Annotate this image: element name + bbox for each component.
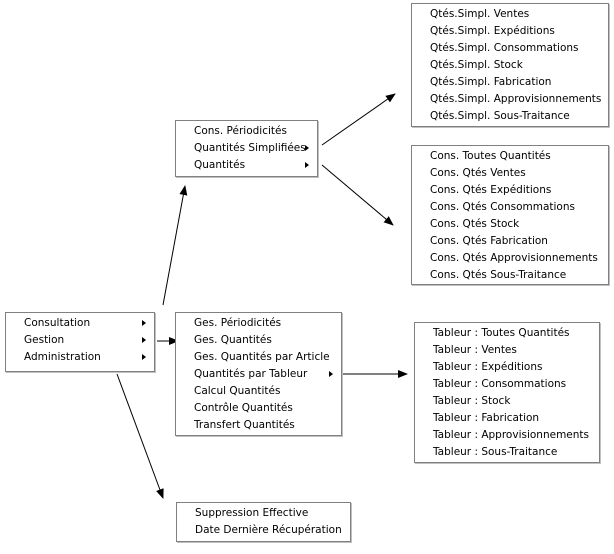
menu-item-label: Tableur : Sous-Traitance: [433, 446, 558, 458]
menu-item-ges-quantites[interactable]: Ges. Quantités: [176, 332, 341, 349]
tableur-submenu: Tableur : Toutes Quantités Tableur : Ven…: [414, 322, 600, 463]
menu-item-transfert-quantites[interactable]: Transfert Quantités: [176, 417, 341, 434]
menu-item-label: Qtés.Simpl. Fabrication: [430, 76, 552, 88]
menu-item-simpl-sous-traitance[interactable]: Qtés.Simpl. Sous-Traitance: [412, 108, 608, 125]
menu-item-label: Cons. Toutes Quantités: [430, 150, 551, 162]
menu-item-label: Calcul Quantités: [194, 385, 281, 397]
menu-item-label: Contrôle Quantités: [194, 402, 293, 414]
quantities-submenu: Cons. Toutes Quantités Cons. Qtés Ventes…: [411, 145, 609, 285]
menu-item-label: Qtés.Simpl. Ventes: [430, 8, 530, 20]
menu-item-label: Suppression Effective: [195, 507, 309, 519]
menu-item-label: Date Dernière Récupération: [195, 524, 342, 536]
menu-item-cons-qtes-stock[interactable]: Cons. Qtés Stock: [412, 216, 608, 233]
menu-item-label: Quantités: [194, 159, 246, 171]
menu-item-consultation[interactable]: Consultation: [6, 315, 154, 332]
menu-item-label: Quantités Simplifiées: [194, 142, 306, 154]
menu-item-tableur-fabrication[interactable]: Tableur : Fabrication: [415, 410, 599, 427]
menu-item-tableur-stock[interactable]: Tableur : Stock: [415, 393, 599, 410]
menu-item-tableur-ventes[interactable]: Tableur : Ventes: [415, 342, 599, 359]
menu-item-label: Cons. Qtés Consommations: [430, 201, 575, 213]
menu-item-label: Cons. Qtés Approvisionnements: [430, 252, 598, 264]
menu-item-tableur-toutes-quantites[interactable]: Tableur : Toutes Quantités: [415, 325, 599, 342]
menu-item-quantites[interactable]: Quantités: [176, 157, 317, 174]
menu-item-simpl-ventes[interactable]: Qtés.Simpl. Ventes: [412, 6, 608, 23]
submenu-arrow-icon: [142, 320, 146, 326]
submenu-arrow-icon: [142, 354, 146, 360]
menu-item-label: Qtés.Simpl. Stock: [430, 59, 523, 71]
menu-item-label: Transfert Quantités: [194, 419, 295, 431]
menu-item-label: Administration: [24, 351, 101, 363]
menu-item-simpl-fabrication[interactable]: Qtés.Simpl. Fabrication: [412, 74, 608, 91]
arrow-consultation-to-submenu: [162, 185, 188, 306]
menu-item-quantites-simplifiees[interactable]: Quantités Simplifiées: [176, 140, 317, 157]
main-menu: Consultation Gestion Administration: [5, 312, 155, 372]
simplified-quantities-submenu: Qtés.Simpl. Ventes Qtés.Simpl. Expéditio…: [411, 3, 609, 127]
menu-item-suppression-effective[interactable]: Suppression Effective: [177, 505, 350, 522]
menu-item-administration[interactable]: Administration: [6, 349, 154, 366]
submenu-arrow-icon: [142, 337, 146, 343]
menu-item-cons-periodicites[interactable]: Cons. Périodicités: [176, 123, 317, 140]
menu-item-label: Tableur : Toutes Quantités: [433, 327, 570, 339]
arrow-quantities-to-submenu: [321, 164, 394, 226]
menu-item-label: Tableur : Approvisionnements: [433, 429, 590, 441]
menu-item-cons-qtes-fabrication[interactable]: Cons. Qtés Fabrication: [412, 233, 608, 250]
menu-item-label: Cons. Qtés Expéditions: [430, 184, 552, 196]
menu-item-controle-quantites[interactable]: Contrôle Quantités: [176, 400, 341, 417]
menu-item-simpl-stock[interactable]: Qtés.Simpl. Stock: [412, 57, 608, 74]
menu-item-cons-toutes-quantites[interactable]: Cons. Toutes Quantités: [412, 148, 608, 165]
menu-item-label: Tableur : Fabrication: [433, 412, 540, 424]
menu-item-tableur-sous-traitance[interactable]: Tableur : Sous-Traitance: [415, 444, 599, 461]
arrow-simplified-to-submenu: [321, 93, 396, 146]
menu-item-cons-qtes-expeditions[interactable]: Cons. Qtés Expéditions: [412, 182, 608, 199]
menu-item-tableur-expeditions[interactable]: Tableur : Expéditions: [415, 359, 599, 376]
menu-item-label: Cons. Périodicités: [194, 125, 287, 137]
menu-item-label: Cons. Qtés Sous-Traitance: [430, 269, 567, 281]
menu-item-cons-qtes-consommations[interactable]: Cons. Qtés Consommations: [412, 199, 608, 216]
menu-item-label: Qtés.Simpl. Expéditions: [430, 25, 555, 37]
menu-item-label: Cons. Qtés Fabrication: [430, 235, 548, 247]
submenu-arrow-icon: [329, 371, 333, 377]
menu-item-label: Tableur : Expéditions: [433, 361, 543, 373]
menu-item-label: Ges. Périodicités: [194, 317, 282, 329]
consultation-submenu: Cons. Périodicités Quantités Simplifiées…: [175, 120, 318, 177]
menu-item-gestion[interactable]: Gestion: [6, 332, 154, 349]
menu-item-cons-qtes-sous-traitance[interactable]: Cons. Qtés Sous-Traitance: [412, 267, 608, 284]
menu-item-ges-periodicites[interactable]: Ges. Périodicités: [176, 315, 341, 332]
menu-item-ges-quantites-par-article[interactable]: Ges. Quantités par Article: [176, 349, 341, 366]
menu-item-simpl-approvisionnements[interactable]: Qtés.Simpl. Approvisionnements: [412, 91, 608, 108]
menu-item-label: Ges. Quantités: [194, 334, 272, 346]
administration-submenu: Suppression Effective Date Dernière Récu…: [176, 502, 351, 542]
menu-item-label: Cons. Qtés Ventes: [430, 167, 526, 179]
menu-item-label: Tableur : Ventes: [433, 344, 517, 356]
menu-item-label: Tableur : Stock: [433, 395, 511, 407]
menu-item-calcul-quantites[interactable]: Calcul Quantités: [176, 383, 341, 400]
menu-item-label: Gestion: [24, 334, 65, 346]
gestion-submenu: Ges. Périodicités Ges. Quantités Ges. Qu…: [175, 312, 342, 436]
menu-item-cons-qtes-approvisionnements[interactable]: Cons. Qtés Approvisionnements: [412, 250, 608, 267]
menu-item-label: Qtés.Simpl. Approvisionnements: [430, 93, 602, 105]
menu-item-cons-qtes-ventes[interactable]: Cons. Qtés Ventes: [412, 165, 608, 182]
menu-item-label: Qtés.Simpl. Consommations: [430, 42, 579, 54]
menu-item-simpl-expeditions[interactable]: Qtés.Simpl. Expéditions: [412, 23, 608, 40]
submenu-arrow-icon: [305, 145, 309, 151]
menu-item-tableur-consommations[interactable]: Tableur : Consommations: [415, 376, 599, 393]
menu-item-tableur-approvisionnements[interactable]: Tableur : Approvisionnements: [415, 427, 599, 444]
menu-item-label: Cons. Qtés Stock: [430, 218, 520, 230]
menu-item-label: Qtés.Simpl. Sous-Traitance: [430, 110, 570, 122]
menu-item-label: Consultation: [24, 317, 91, 329]
menu-item-quantites-par-tableur[interactable]: Quantités par Tableur: [176, 366, 341, 383]
menu-item-label: Ges. Quantités par Article: [194, 351, 330, 363]
submenu-arrow-icon: [305, 162, 309, 168]
menu-item-label: Quantités par Tableur: [194, 368, 308, 380]
menu-item-simpl-consommations[interactable]: Qtés.Simpl. Consommations: [412, 40, 608, 57]
menu-item-date-derniere-recuperation[interactable]: Date Dernière Récupération: [177, 522, 350, 539]
menu-item-label: Tableur : Consommations: [433, 378, 567, 390]
arrow-admin-to-submenu: [116, 373, 164, 499]
